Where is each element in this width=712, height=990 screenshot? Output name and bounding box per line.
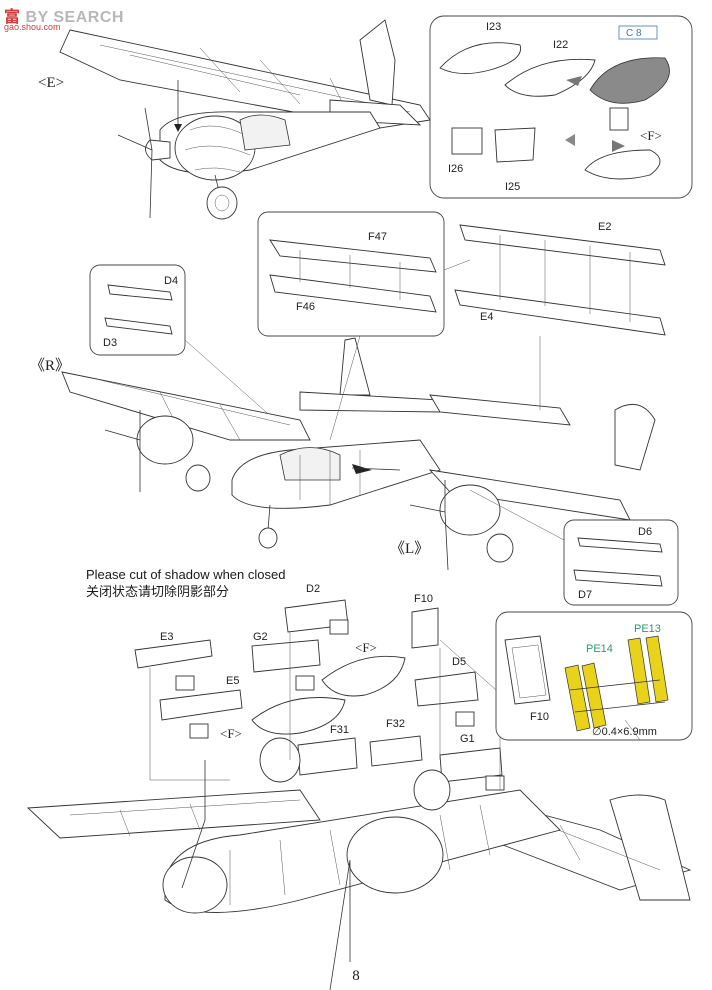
parts-e2-e4: E2 E4 [454, 221, 666, 336]
label-PE13: PE13 [634, 623, 661, 635]
label-D7: D7 [578, 589, 592, 601]
label-E5: E5 [226, 675, 239, 687]
label-view-e: <E> [38, 75, 64, 91]
label-rod-size: ∅0.4×6.9mm [592, 726, 657, 738]
label-D3: D3 [103, 337, 117, 349]
lower-assembly: D2 F10 E3 G2 <F> D5 E5 <F> F31 [26, 583, 692, 990]
label-D6: D6 [638, 526, 652, 538]
watermark-brand-mid: BY [25, 9, 49, 26]
aircraft-view-e: <E> [38, 19, 431, 220]
cut-shadow-note: Please cut of shadow when closed 关闭状态请切除… [86, 566, 285, 600]
watermark-brand-en: SEARCH [53, 9, 124, 26]
label-I26: I26 [448, 163, 463, 175]
label-E4: E4 [480, 311, 493, 323]
label-G2: G2 [253, 631, 268, 643]
label-I25: I25 [505, 181, 520, 193]
watermark-url: gao.shou.com [4, 22, 61, 32]
label-E3: E3 [160, 631, 173, 643]
label-D4: D4 [164, 275, 178, 287]
label-PE14: PE14 [586, 643, 613, 655]
label-D5: D5 [452, 656, 466, 668]
inset-d6-d7: D6 D7 [469, 489, 679, 606]
label-G1: G1 [460, 733, 475, 745]
inset-canopy-parts: I23 I22 C 8 <F> I26 I25 [429, 15, 693, 199]
note-english: Please cut of shadow when closed [86, 567, 286, 582]
label-view-f-low: <F> [220, 726, 242, 741]
note-chinese: 关闭状态请切除阴影部分 [86, 584, 230, 599]
label-F10-inset: F10 [530, 711, 549, 723]
label-E2: E2 [598, 221, 611, 233]
label-view-f-inset: <F> [640, 128, 662, 143]
label-F10: F10 [414, 593, 433, 605]
label-F46: F46 [296, 301, 315, 313]
label-I23: I23 [486, 21, 501, 33]
label-view-r: 《R》 [30, 357, 70, 374]
label-D2: D2 [306, 583, 320, 595]
inset-d3-d4: D4 D3 [89, 264, 276, 421]
label-F32: F32 [386, 718, 405, 730]
watermark-logo: 富 BY SEARCH [4, 3, 124, 27]
page-number: 8 [352, 968, 360, 984]
inset-flap-f46-f47: F47 F46 [257, 211, 471, 337]
aircraft-view-r-l: 《R》 《 [30, 335, 656, 571]
label-view-f-mid: <F> [355, 640, 377, 655]
label-I22: I22 [553, 39, 568, 51]
label-F31: F31 [330, 724, 349, 736]
label-view-l: 《L》 [390, 540, 429, 557]
label-F47: F47 [368, 231, 387, 243]
inset-photo-etch: F10 PE14 PE13 ∅0.4×6.9mm [439, 611, 693, 741]
label-C8: C 8 [626, 28, 642, 39]
watermark-brand-cn: 富 [4, 9, 21, 26]
